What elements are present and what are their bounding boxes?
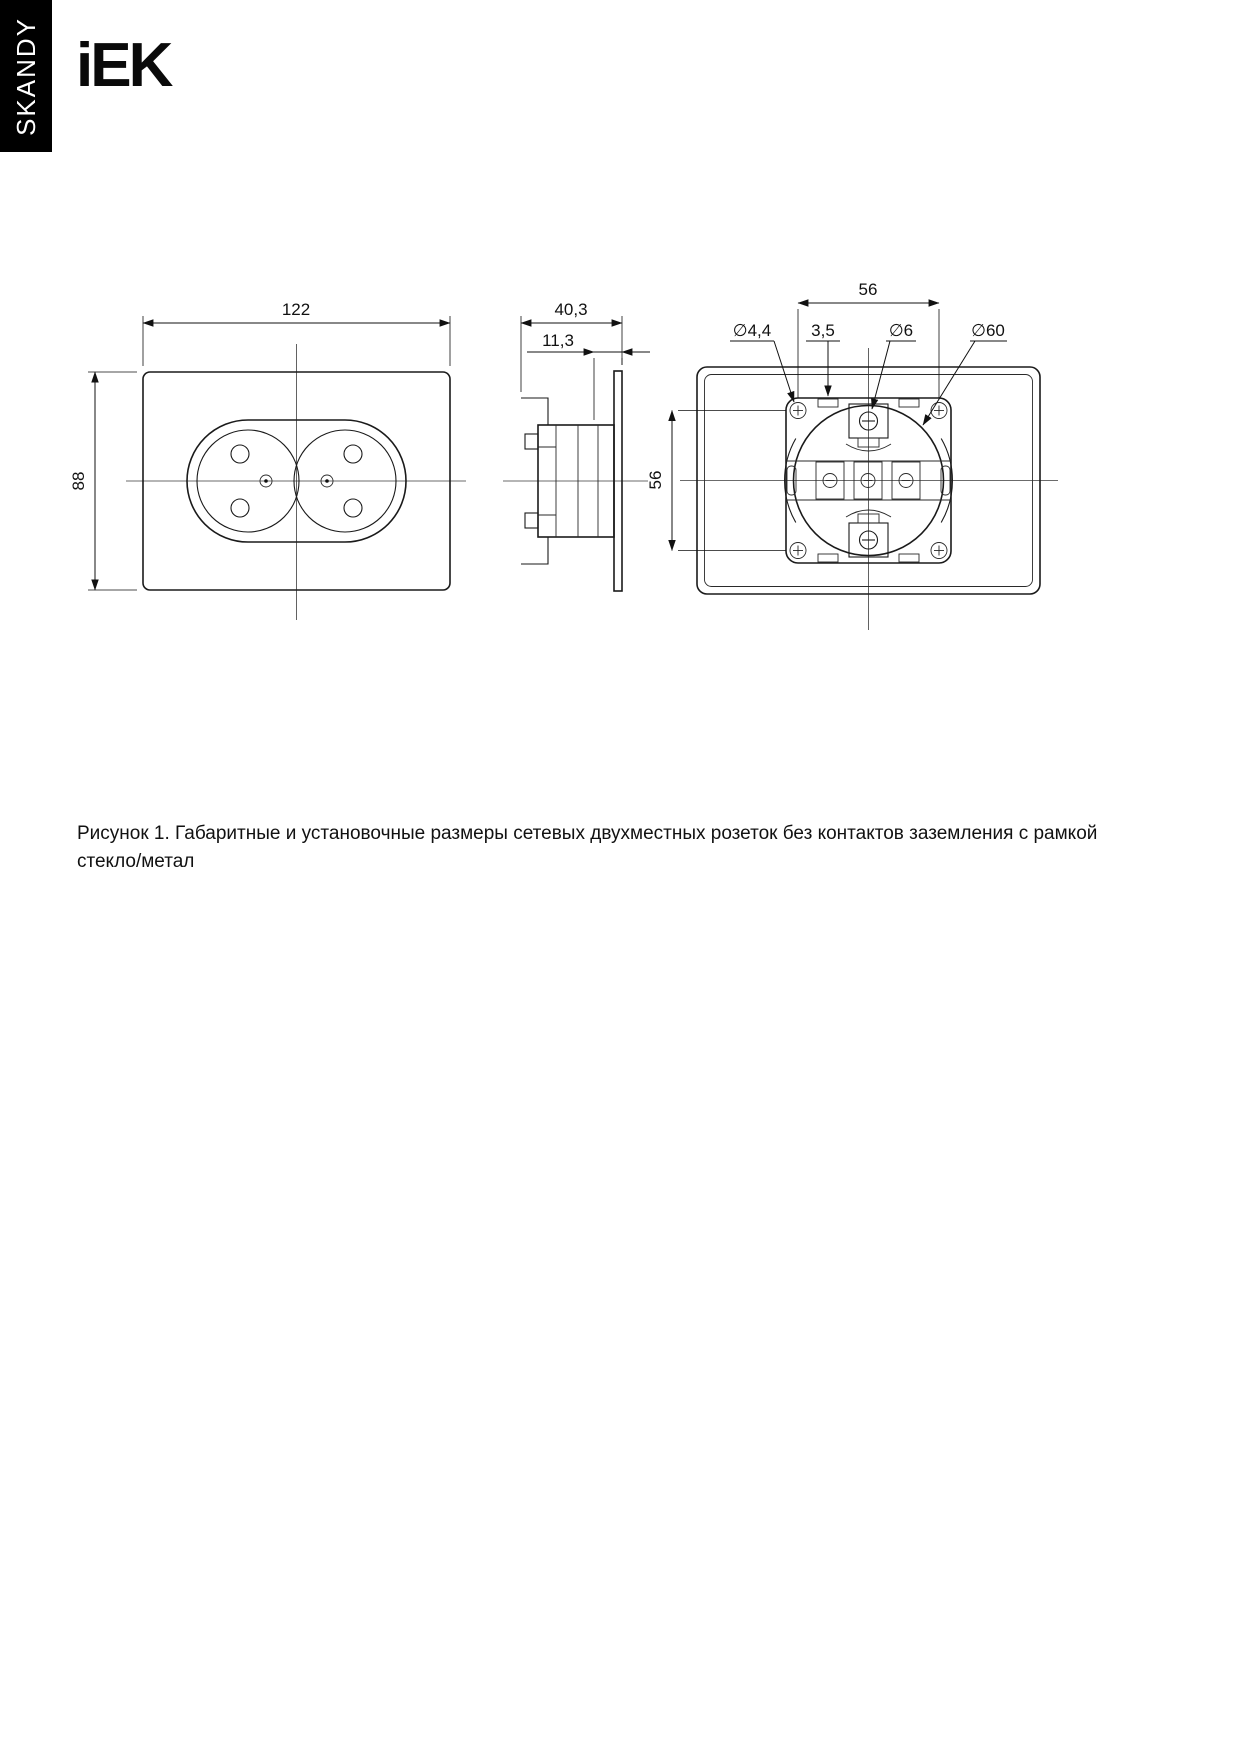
clamp-bottom [845,509,892,558]
clamp-top [845,403,892,452]
strap-screws [789,402,948,559]
mechanism-circle [792,404,945,557]
socket-right [293,429,397,533]
label-center-screw-dia: ∅6 [889,321,913,340]
dim-back-height: 56 [646,471,665,490]
label-mech-dia: ∅60 [971,321,1005,340]
mounting-strap [785,397,952,564]
socket-stadium-outline [186,419,407,543]
figure-caption: Рисунок 1. Габаритные и установочные раз… [77,823,1098,872]
back-frame-inner [704,374,1033,587]
label-slot-width: 3,5 [811,321,835,340]
front-view: 122 88 [69,300,466,620]
dim-back-width: 56 [859,280,878,299]
back-view: 56 56 ∅4,4 3,5 ∅6 ∅60 [646,280,1058,630]
front-frame-outline [142,371,451,591]
socket-left [196,429,300,533]
iek-logo: iEK [76,31,173,100]
technical-drawing: 122 88 40,3 [69,280,1058,630]
dim-side-depth: 40,3 [554,300,587,319]
claw-right [940,438,954,523]
claw-left [783,438,797,523]
dim-front-width: 122 [282,300,310,319]
terminal-blocks [815,461,921,500]
fixing-slots [786,398,951,563]
label-screw-dia: ∅4,4 [733,321,771,340]
side-view: 40,3 11,3 [503,300,650,592]
series-sidebar: SKANDY [0,0,52,152]
back-frame-outer [696,366,1041,595]
dim-front-height: 88 [69,472,88,491]
side-mechanism-body [537,424,615,538]
dim-side-frame-depth: 11,3 [542,331,574,350]
